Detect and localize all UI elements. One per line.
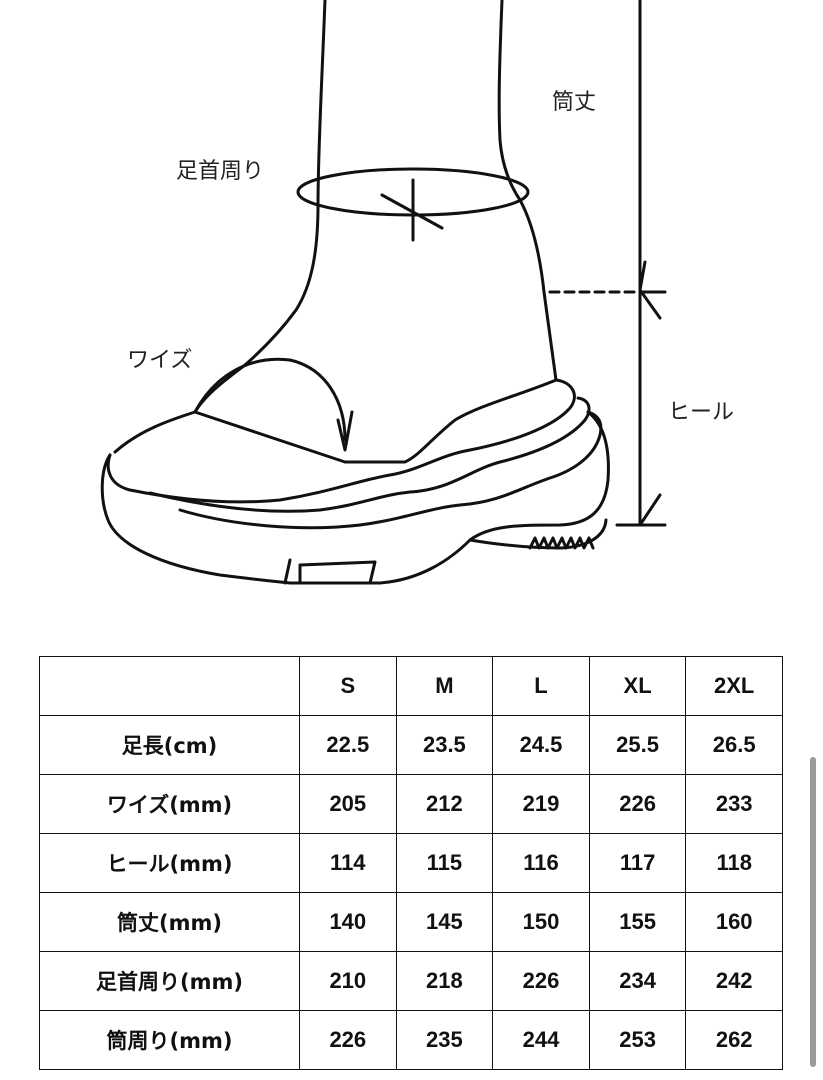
shaft-height-label: 筒丈 xyxy=(552,90,597,115)
table-cell: 150 xyxy=(492,892,590,952)
table-cell: 24.5 xyxy=(492,715,590,775)
size-chart-table: S M L XL 2XL 足長(cm) 22.5 23.5 24.5 25.5 … xyxy=(39,656,783,1070)
width-arrow xyxy=(336,410,354,452)
table-cell: 210 xyxy=(299,951,397,1011)
boot-measurement-diagram xyxy=(100,0,667,585)
row-label: 足首周り(mm) xyxy=(39,951,300,1011)
table-cell: 145 xyxy=(395,892,494,952)
shaft-left-line xyxy=(243,0,327,367)
table-cell: 242 xyxy=(685,951,783,1011)
table-cell: 234 xyxy=(588,951,687,1011)
table-cell: 25.5 xyxy=(588,715,687,775)
row-label: ヒール(mm) xyxy=(39,833,300,893)
table-cell: 212 xyxy=(395,774,494,834)
midsole-lower-line xyxy=(178,410,603,530)
table-cell: 226 xyxy=(588,774,687,834)
row-label: 足長(cm) xyxy=(39,715,300,775)
table-cell: 114 xyxy=(299,833,397,893)
size-header: L xyxy=(492,656,590,716)
size-header: S xyxy=(299,656,397,716)
table-row: 足長(cm) 22.5 23.5 24.5 25.5 26.5 xyxy=(39,715,783,775)
table-cell: 235 xyxy=(395,1010,494,1070)
width-label: ワイズ xyxy=(127,348,193,373)
table-cell: 118 xyxy=(685,833,783,893)
table-row: 足首周り(mm) 210 218 226 234 242 xyxy=(39,951,783,1011)
table-header-row: S M L XL 2XL xyxy=(39,656,783,716)
table-cell: 244 xyxy=(492,1010,590,1070)
size-header: XL xyxy=(588,656,687,716)
row-label: 筒周り(mm) xyxy=(39,1010,300,1070)
table-row: ワイズ(mm) 205 212 219 226 233 xyxy=(39,774,783,834)
heel-tread-teeth xyxy=(528,536,595,550)
vertical-scrollbar[interactable] xyxy=(810,757,816,1067)
table-cell: 262 xyxy=(685,1010,783,1070)
table-cell: 226 xyxy=(299,1010,397,1070)
table-cell: 205 xyxy=(299,774,397,834)
outsole-tread-front xyxy=(283,558,377,585)
table-cell: 22.5 xyxy=(299,715,397,775)
table-cell: 218 xyxy=(395,951,494,1011)
table-cell: 226 xyxy=(492,951,590,1011)
table-row: 筒丈(mm) 140 145 150 155 160 xyxy=(39,892,783,952)
ankle-tick-diagonal xyxy=(380,193,444,230)
table-corner-cell xyxy=(39,656,300,716)
width-arc xyxy=(193,357,347,442)
table-cell: 117 xyxy=(588,833,687,893)
row-label: 筒丈(mm) xyxy=(39,892,300,952)
table-cell: 160 xyxy=(685,892,783,952)
heel-height-label: ヒール xyxy=(668,400,735,425)
table-cell: 253 xyxy=(588,1010,687,1070)
ankle-circumference-label: 足首周り xyxy=(176,159,265,184)
table-cell: 23.5 xyxy=(395,715,494,775)
size-header: M xyxy=(395,656,494,716)
shaft-height-arrow xyxy=(638,260,662,320)
table-cell: 140 xyxy=(299,892,397,952)
table-cell: 116 xyxy=(492,833,590,893)
upper-heel-line xyxy=(343,290,558,464)
table-cell: 26.5 xyxy=(685,715,783,775)
shaft-right-line xyxy=(497,0,546,294)
table-cell: 233 xyxy=(685,774,783,834)
toe-front-line xyxy=(113,410,197,454)
table-cell: 115 xyxy=(395,833,494,893)
outsole-heel-line xyxy=(468,518,608,550)
midsole-middle-line xyxy=(148,396,591,513)
outsole-outline xyxy=(100,410,610,585)
table-row: ヒール(mm) 114 115 116 117 118 xyxy=(39,833,783,893)
midsole-top-line xyxy=(106,378,576,504)
table-cell: 219 xyxy=(492,774,590,834)
table-row: 筒周り(mm) 226 235 244 253 262 xyxy=(39,1010,783,1070)
size-header: 2XL xyxy=(685,656,783,716)
heel-height-arrow xyxy=(615,493,667,527)
row-label: ワイズ(mm) xyxy=(39,774,300,834)
table-cell: 155 xyxy=(588,892,687,952)
